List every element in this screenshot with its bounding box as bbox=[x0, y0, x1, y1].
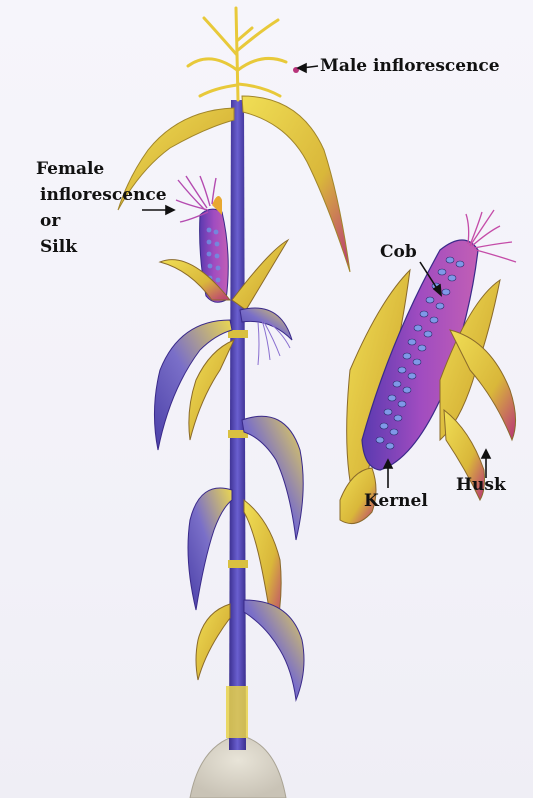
label-husk: Husk bbox=[456, 474, 506, 496]
label-female-line1: Female bbox=[36, 158, 167, 184]
label-cob: Cob bbox=[380, 241, 417, 263]
stalk-base-node bbox=[226, 686, 248, 738]
tassel bbox=[188, 8, 286, 100]
label-female-line2: inflorescence bbox=[40, 184, 167, 210]
label-female-line3: or bbox=[40, 210, 167, 236]
label-male-inflorescence: Male inflorescence bbox=[320, 55, 500, 77]
label-kernel: Kernel bbox=[364, 490, 428, 512]
leaf-lower-left bbox=[188, 488, 232, 610]
leaf-bottom-right bbox=[244, 600, 304, 700]
leaf-upper-right bbox=[242, 96, 350, 272]
label-female-inflorescence: Female inflorescence or Silk bbox=[30, 158, 167, 262]
label-female-line4: Silk bbox=[40, 236, 167, 262]
